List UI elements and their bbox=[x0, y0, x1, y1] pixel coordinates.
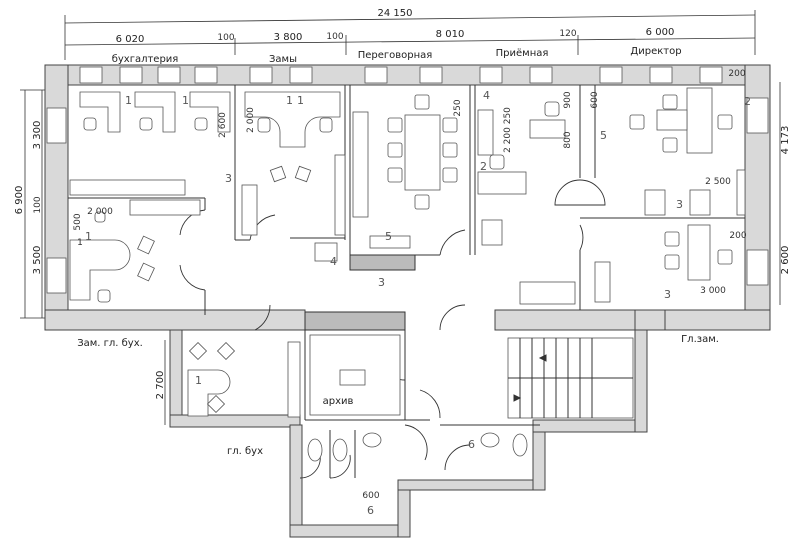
marker: 3 bbox=[676, 198, 683, 211]
room-label-director: Директор bbox=[630, 46, 681, 57]
dim-corner-mid: 200 bbox=[729, 231, 746, 241]
dim-right-1: 4 173 bbox=[780, 126, 791, 155]
marker: 3 bbox=[378, 276, 385, 289]
dim-reception-600: 600 bbox=[590, 91, 600, 108]
dim-seg-7: 6 000 bbox=[646, 27, 675, 38]
room-label-meeting: Переговорная bbox=[358, 50, 433, 61]
dim-seg-4: 100 bbox=[326, 32, 343, 42]
marker: 6 bbox=[468, 438, 475, 451]
room-label-reception: Приёмная bbox=[496, 48, 549, 59]
dim-left-2: 100 bbox=[33, 196, 43, 213]
dim-zam-gl-buh-h2: 1 bbox=[77, 238, 83, 248]
dim-seg-2: 100 bbox=[217, 33, 234, 43]
windows bbox=[46, 66, 769, 294]
dim-reception: 2 200 250 bbox=[503, 107, 513, 153]
marker: 1 bbox=[182, 94, 189, 107]
dim-director-2500: 2 500 bbox=[705, 177, 731, 187]
marker: 2 bbox=[744, 95, 751, 108]
staircase bbox=[507, 337, 634, 419]
furniture bbox=[69, 87, 746, 462]
dim-reception-800: 800 bbox=[563, 131, 573, 148]
dim-seg-6: 120 bbox=[559, 29, 576, 39]
marker: 5 bbox=[385, 230, 392, 243]
marker: 4 bbox=[330, 255, 337, 268]
dim-zamy-cab: 2 000 bbox=[246, 107, 256, 133]
room-label-chief-deputy: Гл.зам. bbox=[681, 334, 719, 345]
marker: 4 bbox=[483, 89, 490, 102]
dim-corner-top: 200 bbox=[728, 69, 745, 79]
equipment-markers: 1 1 1 1 1 1 2 2 3 3 3 3 4 4 5 5 6 6 bbox=[85, 89, 751, 517]
room-label-chief-accountant: гл. бух bbox=[227, 446, 263, 457]
dim-zam-gl-buh-h: 500 bbox=[73, 213, 83, 230]
dim-left-total: 6 900 bbox=[14, 186, 25, 215]
dim-reception-900: 900 bbox=[563, 91, 573, 108]
room-label-deputy-chief-accountant: Зам. гл. бух. bbox=[77, 338, 143, 349]
marker: 6 bbox=[367, 504, 374, 517]
dim-total-width: 24 150 bbox=[378, 8, 413, 19]
dim-seg-3: 3 800 bbox=[274, 32, 303, 43]
dim-right-2: 2 600 bbox=[780, 246, 791, 275]
dim-left-1: 3 300 bbox=[32, 121, 43, 150]
dim-buh-cab: 2 600 bbox=[218, 112, 228, 138]
marker: 5 bbox=[600, 129, 607, 142]
marker: 1 bbox=[297, 94, 304, 107]
marker: 1 bbox=[125, 94, 132, 107]
room-label-accounting: бухгалтерия bbox=[112, 54, 179, 65]
dim-toilet-600: 600 bbox=[362, 491, 379, 501]
marker: 3 bbox=[225, 172, 232, 185]
dim-seg-1: 6 020 bbox=[116, 34, 145, 45]
dimension-lines bbox=[20, 10, 781, 425]
dim-seg-5: 8 010 bbox=[436, 29, 465, 40]
marker: 1 bbox=[286, 94, 293, 107]
room-label-deputies: Замы bbox=[269, 54, 297, 65]
marker: 1 bbox=[195, 374, 202, 387]
dim-gl-buh-height: 2 700 bbox=[155, 371, 166, 400]
marker: 2 bbox=[480, 160, 487, 173]
marker: 3 bbox=[664, 288, 671, 301]
dim-negot-250: 250 bbox=[453, 99, 463, 116]
room-label-archive: архив bbox=[323, 396, 354, 407]
marker: 1 bbox=[85, 230, 92, 243]
dim-gl-zam-3000: 3 000 bbox=[700, 286, 726, 296]
dim-zam-gl-buh-w: 2 000 bbox=[87, 207, 113, 217]
dim-left-3: 3 500 bbox=[32, 246, 43, 275]
